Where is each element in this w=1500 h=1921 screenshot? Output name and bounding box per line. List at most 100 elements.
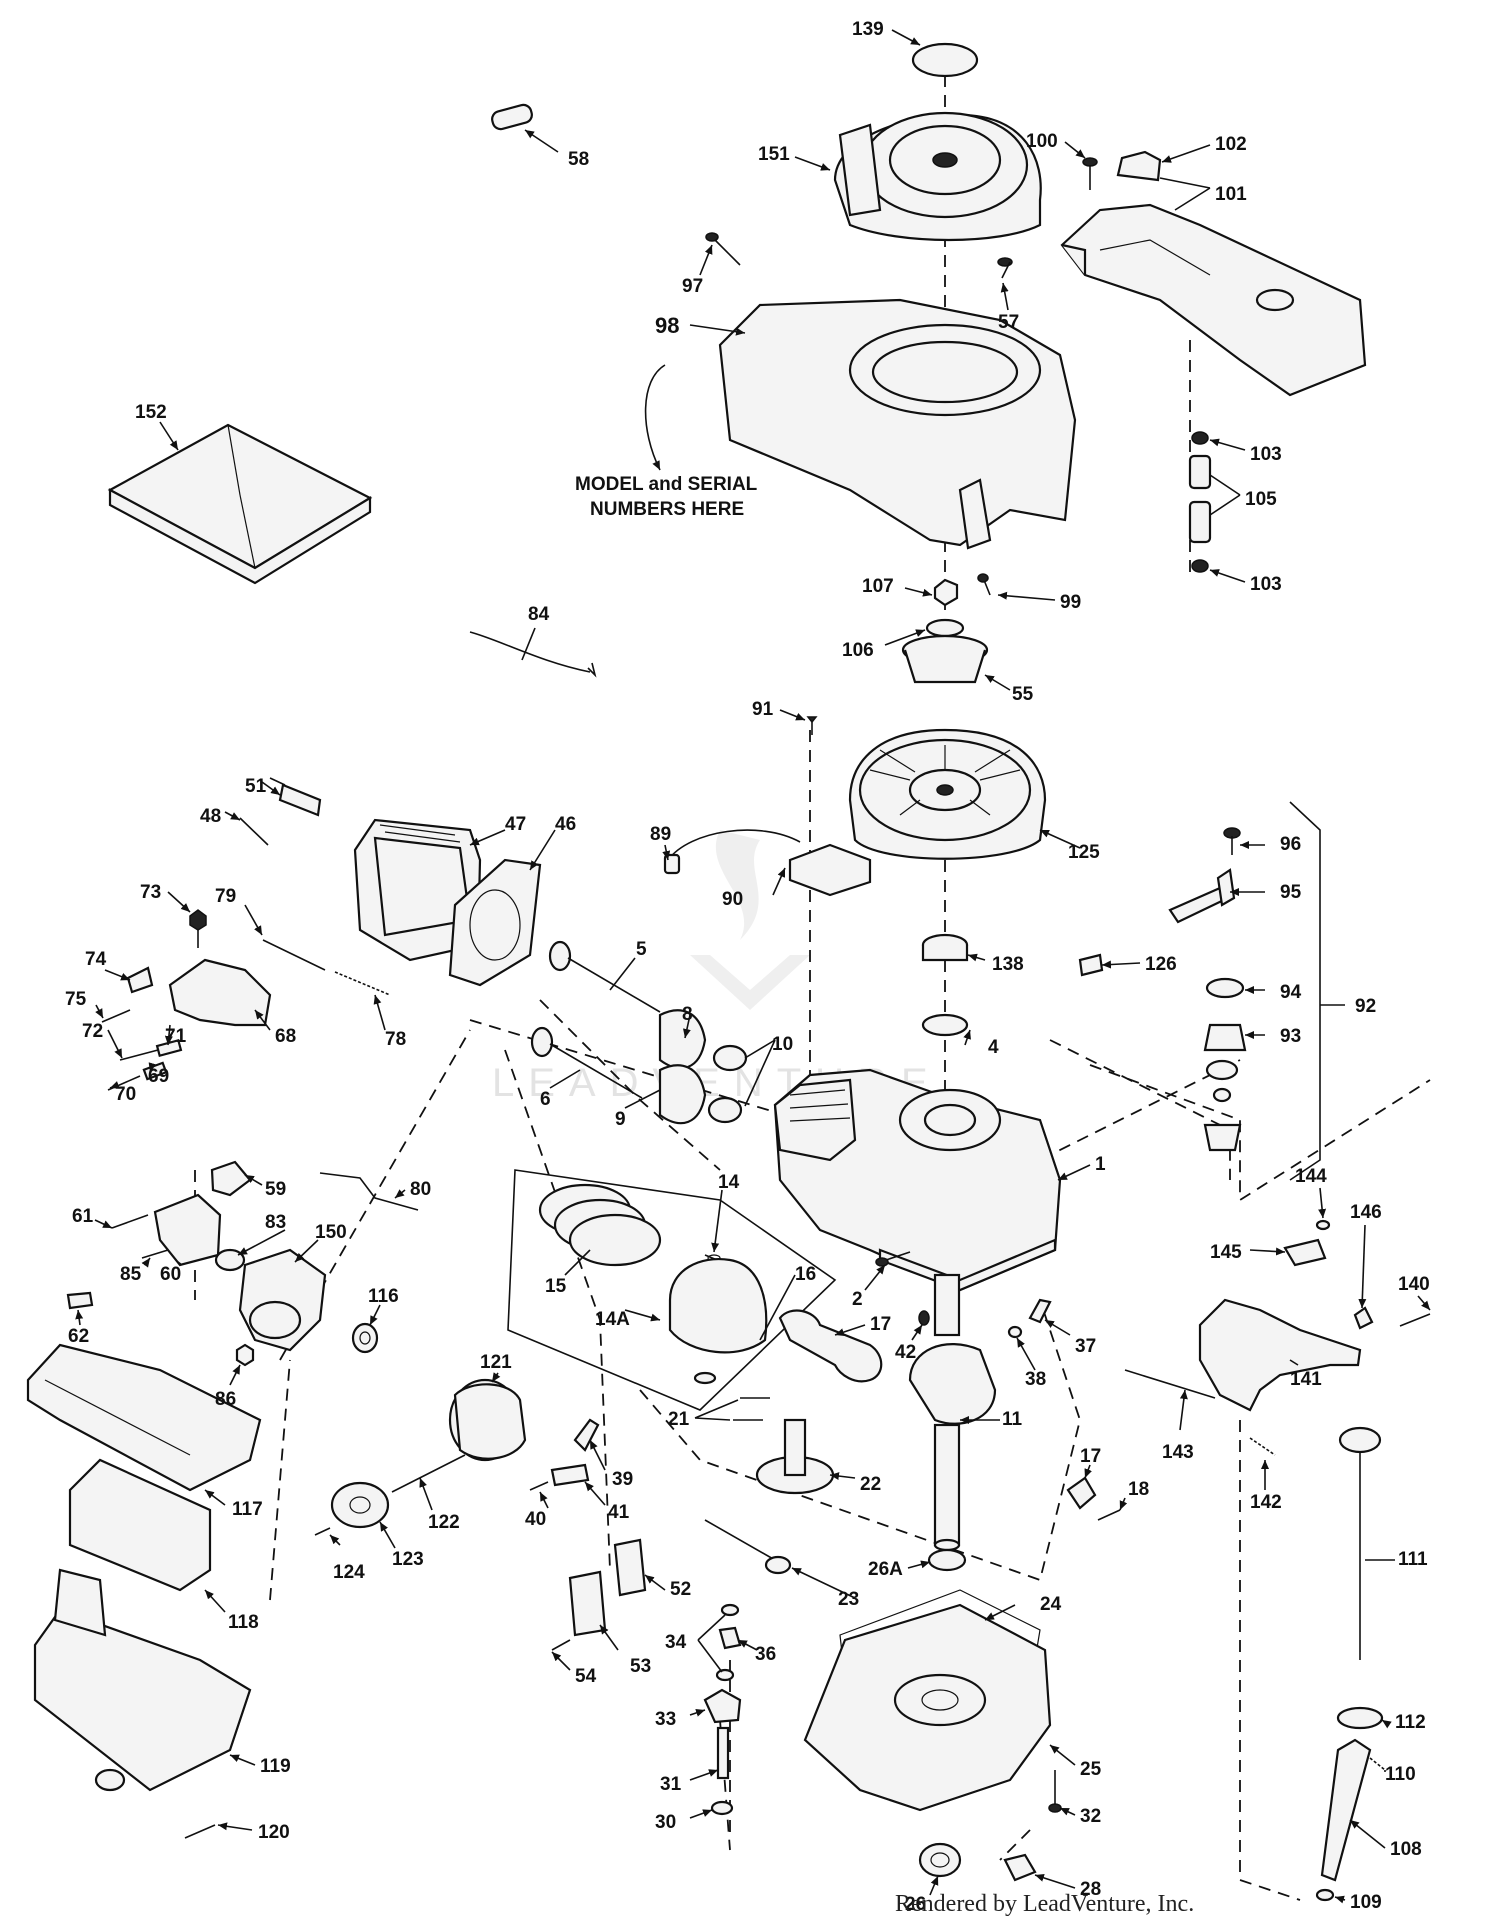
part-26A xyxy=(927,1548,967,1572)
callout-41: 41 xyxy=(608,1502,630,1523)
callout-58: 58 xyxy=(568,149,589,170)
part-47 xyxy=(353,818,482,962)
callout-62: 62 xyxy=(68,1326,89,1347)
part-98 xyxy=(718,298,1077,550)
callout-120: 120 xyxy=(258,1822,290,1843)
part-21 xyxy=(733,1397,770,1421)
part-59 xyxy=(210,1160,252,1197)
part-101 xyxy=(1060,203,1367,397)
callout-90: 90 xyxy=(722,889,743,910)
part-33 xyxy=(703,1688,742,1724)
callout-16: 16 xyxy=(795,1264,816,1285)
part-6 xyxy=(530,1026,643,1099)
callout-141: 141 xyxy=(1290,1369,1322,1390)
part-72 xyxy=(119,1049,159,1061)
callout-26: 26 xyxy=(905,1894,926,1915)
part-116 xyxy=(351,1322,379,1354)
part-52 xyxy=(613,1538,647,1597)
callout-142: 142 xyxy=(1250,1492,1282,1513)
part-124 xyxy=(314,1527,331,1536)
callout-23: 23 xyxy=(838,1589,859,1610)
part-150 xyxy=(238,1248,327,1352)
callout-59: 59 xyxy=(265,1179,286,1200)
leader-lines xyxy=(75,29,1431,1904)
part-92 xyxy=(1203,801,1321,1181)
part-123 xyxy=(330,1481,390,1529)
part-141 xyxy=(1198,1298,1362,1412)
part-26 xyxy=(918,1842,962,1878)
part-61 xyxy=(111,1214,149,1229)
callout-26A: 26A xyxy=(868,1559,903,1580)
part-32 xyxy=(1048,1770,1062,1813)
part-18 xyxy=(1097,1509,1121,1521)
part-31 xyxy=(716,1726,730,1780)
part-74 xyxy=(126,966,154,994)
callout-5: 5 xyxy=(636,939,647,960)
part-22 xyxy=(755,1418,835,1495)
callout-22: 22 xyxy=(860,1474,881,1495)
part-75 xyxy=(101,1009,131,1023)
callout-71: 71 xyxy=(165,1026,187,1047)
callout-125: 125 xyxy=(1068,842,1100,863)
callout-42: 42 xyxy=(895,1342,916,1363)
part-30 xyxy=(710,1800,734,1816)
callout-38: 38 xyxy=(1025,1369,1046,1390)
callout-10: 10 xyxy=(772,1034,793,1055)
part-139 xyxy=(911,42,979,78)
callout-48: 48 xyxy=(200,806,221,827)
part-68 xyxy=(168,958,272,1027)
callout-61: 61 xyxy=(72,1206,94,1227)
part-145 xyxy=(1283,1238,1327,1267)
part-36 xyxy=(718,1626,742,1650)
callout-93: 93 xyxy=(1280,1026,1301,1047)
callout-92: 92 xyxy=(1355,996,1376,1017)
callout-33: 33 xyxy=(655,1709,676,1730)
callout-57: 57 xyxy=(998,312,1019,333)
callout-37: 37 xyxy=(1075,1336,1096,1357)
part-110 xyxy=(1369,1757,1386,1771)
callout-119: 119 xyxy=(260,1756,291,1777)
part-144 xyxy=(1315,1219,1331,1231)
part-84 xyxy=(469,631,597,678)
part-97 xyxy=(705,232,741,266)
callout-11: 11 xyxy=(1002,1409,1023,1430)
part-85 xyxy=(141,1249,169,1259)
callout-83: 83 xyxy=(265,1212,286,1233)
part-37 xyxy=(1028,1298,1052,1324)
part-143 xyxy=(1124,1369,1216,1399)
part-38 xyxy=(1007,1325,1023,1339)
callout-112: 112 xyxy=(1395,1712,1426,1733)
part-58 xyxy=(491,103,533,131)
part-78 xyxy=(334,971,391,996)
callout-84: 84 xyxy=(528,604,550,625)
callout-151: 151 xyxy=(758,144,790,165)
callout-60: 60 xyxy=(160,1264,181,1285)
part-91 xyxy=(806,716,818,735)
part-146 xyxy=(1353,1306,1374,1330)
part-126 xyxy=(1078,953,1104,977)
part-11 xyxy=(908,1273,997,1552)
callout-118: 118 xyxy=(228,1612,259,1633)
part-118 xyxy=(68,1458,212,1592)
callout-68: 68 xyxy=(275,1026,296,1047)
part-10 xyxy=(707,1044,748,1124)
part-25 xyxy=(803,1603,1052,1812)
callout-117: 117 xyxy=(232,1499,263,1520)
callout-52: 52 xyxy=(670,1579,691,1600)
callout-101: 101 xyxy=(1215,184,1247,205)
part-94 xyxy=(1205,977,1245,999)
callout-100: 100 xyxy=(1026,131,1058,152)
part-121 xyxy=(448,1378,527,1462)
callout-73: 73 xyxy=(140,882,161,903)
callout-46: 46 xyxy=(555,814,576,835)
part-16 xyxy=(693,1371,717,1385)
callout-123: 123 xyxy=(392,1549,424,1570)
callout-8: 8 xyxy=(682,1004,693,1025)
callout-9: 9 xyxy=(615,1109,626,1130)
callout-4: 4 xyxy=(988,1037,999,1058)
part-1 xyxy=(773,1068,1062,1292)
part-151 xyxy=(833,111,1042,242)
callout-39: 39 xyxy=(612,1469,633,1490)
part-46 xyxy=(448,858,542,987)
part-142 xyxy=(1249,1437,1276,1456)
